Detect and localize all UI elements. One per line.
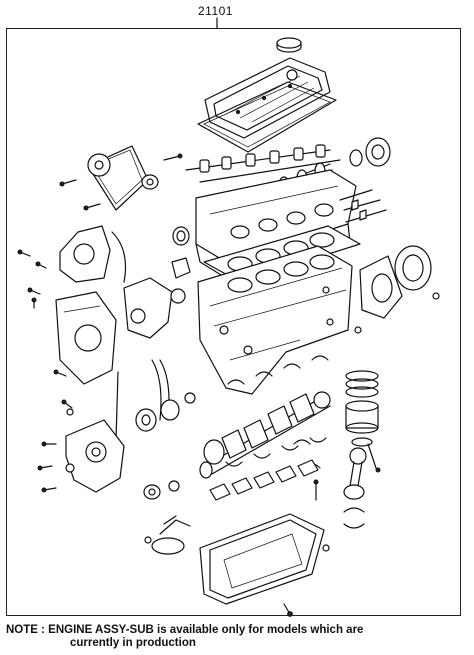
upper-timing-belt-cover bbox=[59, 225, 111, 283]
rear-oil-seal bbox=[394, 245, 440, 300]
note-line-1: NOTE : ENGINE ASSY-SUB is available only… bbox=[6, 624, 364, 636]
main-bearings bbox=[225, 355, 329, 467]
rocker-arm-assembly bbox=[185, 144, 341, 183]
cylinder-block bbox=[197, 245, 353, 395]
timing-cover-gasket bbox=[111, 231, 127, 283]
valve-set bbox=[339, 189, 387, 223]
cylinder-head bbox=[195, 169, 357, 279]
lower-timing-belt-cover bbox=[55, 291, 117, 385]
rocker-cover-gasket bbox=[197, 81, 337, 153]
piston bbox=[345, 400, 379, 434]
pulley-bolts bbox=[59, 153, 183, 211]
crankshaft bbox=[199, 391, 331, 479]
rocker-cover bbox=[204, 57, 331, 139]
rear-oil-seal-case bbox=[359, 255, 403, 319]
dipstick-guide bbox=[115, 371, 119, 441]
oil-pump bbox=[37, 419, 125, 493]
oil-filler-cap bbox=[276, 37, 302, 53]
bearing-caps bbox=[209, 459, 319, 501]
head-end-plug bbox=[172, 226, 190, 246]
part-number-label: 21101 bbox=[198, 4, 233, 18]
oil-pan bbox=[199, 513, 325, 605]
crank-fasteners bbox=[61, 399, 74, 416]
water-pump bbox=[123, 277, 186, 339]
crankshaft-sprocket bbox=[135, 392, 196, 432]
oil-strainer bbox=[144, 515, 191, 555]
connecting-rod bbox=[343, 443, 381, 500]
diagram-frame bbox=[6, 28, 461, 616]
thermostat-housing bbox=[171, 257, 191, 279]
belt-tensioner bbox=[141, 174, 159, 190]
left-side-fasteners bbox=[17, 249, 67, 377]
oil-pan-fasteners bbox=[283, 479, 330, 617]
cam-timing-pulley bbox=[87, 153, 111, 177]
note-line-2: currently in production bbox=[70, 637, 196, 649]
availability-note: NOTE : ENGINE ASSY-SUB is available only… bbox=[6, 624, 468, 650]
piston-rings bbox=[345, 370, 379, 398]
block-fittings bbox=[322, 286, 362, 334]
piston-pin bbox=[351, 437, 373, 447]
camshaft-seal-housing bbox=[349, 137, 391, 167]
crankshaft-front-seal bbox=[143, 480, 180, 500]
engine-exploded-diagram bbox=[17, 17, 440, 617]
